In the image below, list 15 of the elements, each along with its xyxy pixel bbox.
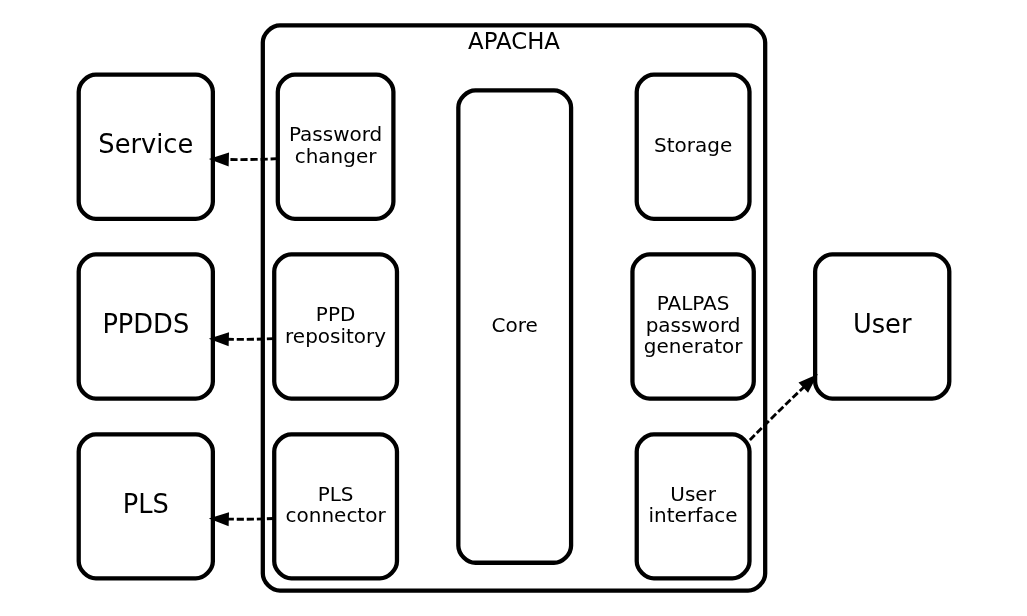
- node-box: Password changer: [275, 72, 396, 221]
- node-box: PPDDS: [76, 252, 215, 401]
- node-box: Service: [76, 72, 215, 221]
- node-box: PALPAS password generator: [629, 252, 756, 401]
- arrow: [208, 512, 274, 527]
- node-box: PLS: [76, 432, 215, 581]
- arrow: [208, 332, 274, 347]
- node-box: User: [812, 252, 951, 401]
- node-box: User interface: [634, 432, 752, 581]
- node-box: PPD repository: [271, 252, 399, 401]
- node-box: PLS connector: [271, 432, 399, 581]
- arrow: [748, 373, 818, 442]
- arrow: [208, 152, 278, 167]
- node-box: Core: [455, 88, 573, 565]
- node-box: Storage: [634, 72, 752, 221]
